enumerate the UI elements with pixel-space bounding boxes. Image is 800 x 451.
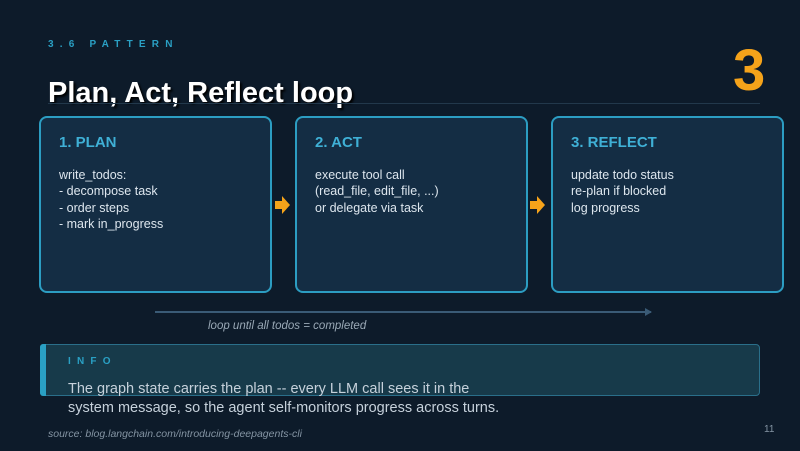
reflect-card: 3. REFLECT update todo status re-plan if… [551, 116, 784, 293]
plan-card-line: - order steps [59, 200, 130, 215]
page-number: 11 [764, 424, 775, 435]
plan-card-heading: 1. PLAN [59, 134, 117, 151]
reflect-card-heading: 3. REFLECT [571, 134, 657, 151]
plan-card: 1. PLAN write_todos: - decompose task - … [39, 116, 272, 293]
act-card: 2. ACT execute tool call (read_file, edi… [295, 116, 528, 293]
plan-card-line: - decompose task [59, 184, 158, 199]
plan-card-line: write_todos: [59, 168, 127, 182]
info-accent-bar [40, 344, 46, 396]
info-text: The graph state carries the plan -- ever… [68, 380, 768, 418]
plan-card-line: - mark in_progress [59, 216, 164, 231]
act-card-heading: 2. ACT [315, 134, 362, 151]
act-card-line: execute tool call [315, 168, 405, 182]
info-label: INFO [68, 356, 117, 367]
act-card-line: or delegate via task [315, 200, 424, 215]
title-divider [48, 103, 760, 104]
loop-caption: loop until all todos = completed [208, 320, 367, 332]
section-label: 3.6 PATTERN [48, 39, 179, 50]
info-text-line: system message, so the agent self-monito… [68, 400, 500, 416]
source-citation: source: blog.langchain.com/introducing-d… [48, 428, 302, 440]
reflect-card-line: update todo status [571, 168, 674, 182]
info-text-line: The graph state carries the plan -- ever… [68, 381, 470, 397]
info-callout [40, 344, 760, 396]
reflect-card-line: log progress [571, 200, 640, 215]
slide-number-badge: 3 [733, 38, 766, 103]
reflect-card-line: re-plan if blocked [571, 184, 667, 199]
right-arrow-icon [275, 196, 290, 214]
loop-arrowhead-icon [645, 308, 652, 316]
loop-arrow-line [155, 311, 651, 313]
act-card-line: (read_file, edit_file, ...) [315, 184, 439, 199]
right-arrow-icon [530, 196, 545, 214]
page-title: Plan, Act, Reflect loop [48, 77, 354, 109]
